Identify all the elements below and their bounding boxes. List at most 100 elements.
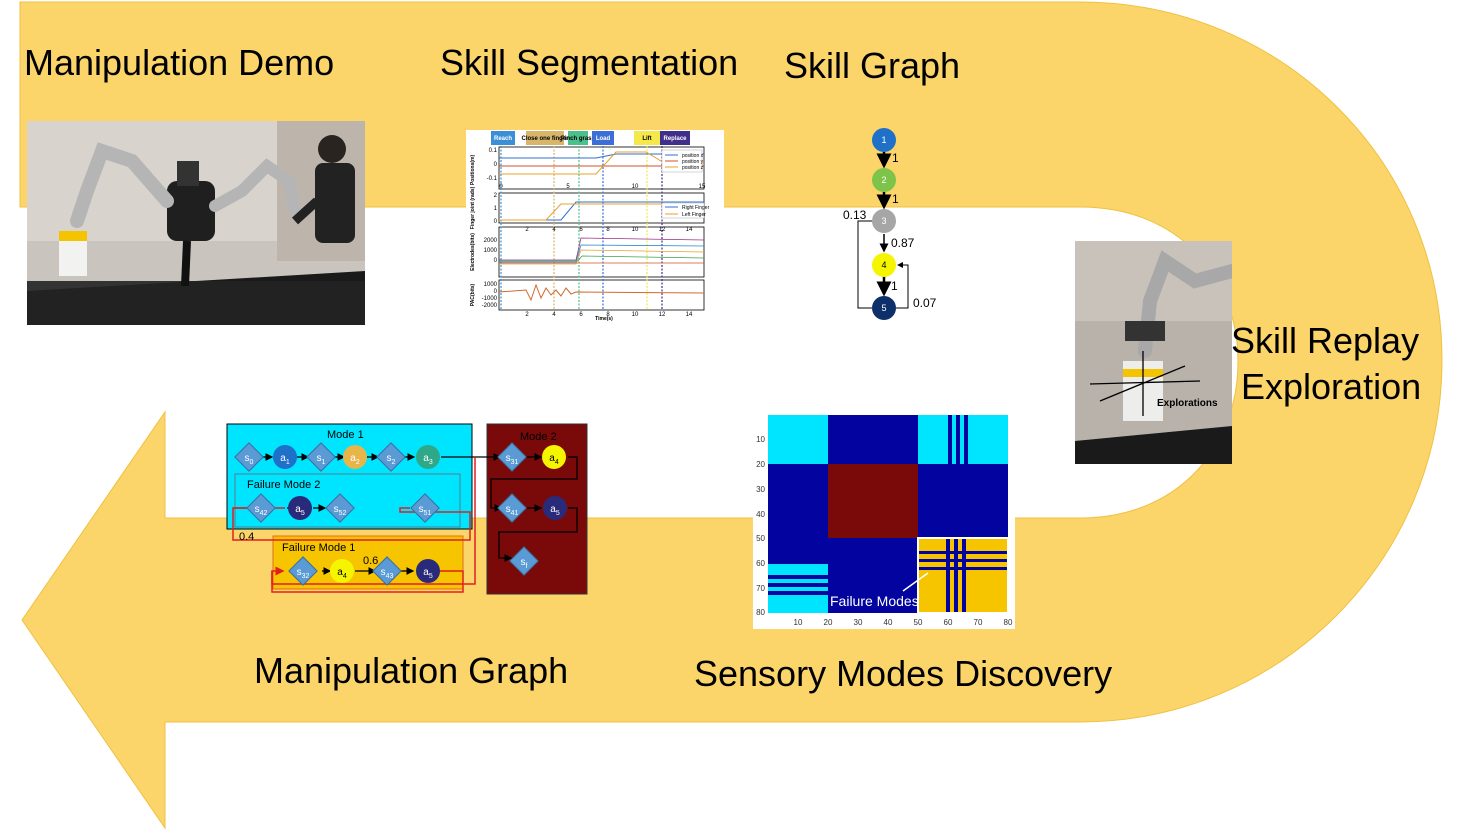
- mode2-label: Mode 2: [520, 431, 557, 443]
- fm1-node-a4: a4: [330, 559, 354, 583]
- replay-photo: Explorations: [1075, 241, 1232, 464]
- mode1-node-s2-label: s2: [387, 453, 396, 466]
- mode1-node-a3-label: a3: [423, 453, 433, 466]
- mode1-node-a3: a3: [416, 445, 440, 469]
- hm-ytick-60: 60: [756, 559, 765, 568]
- ylabel-positions: Positions(m): [470, 155, 476, 186]
- fm2-node-s51-shape: [410, 493, 440, 523]
- prob-0-6: 0.6: [363, 555, 378, 567]
- fm1-node-a5: a5: [416, 559, 440, 583]
- ylabel-finger: Finger joint (rads): [470, 186, 476, 229]
- ytick-elec-2: 0: [494, 258, 498, 264]
- skill-node-3: 3: [881, 216, 886, 226]
- mode2-node-sf: sf: [509, 546, 539, 576]
- ytick-mid-0: 2: [494, 193, 498, 199]
- legend-pos-x: position x: [682, 153, 704, 159]
- fm2-node-a5: a5: [288, 496, 312, 520]
- mode1-node-a1-shape: [273, 445, 297, 469]
- tick-top-0: 0: [499, 184, 503, 190]
- fm1-node-a4-label: a4: [337, 567, 347, 580]
- phase-lift: Lift: [642, 136, 651, 142]
- hm-ytick-70: 70: [756, 584, 765, 593]
- skill-node-5: 5: [881, 303, 886, 313]
- tick-b-4: 4: [552, 312, 556, 318]
- legend-pos-y: position y: [682, 159, 704, 165]
- fm1-node-a5-label: a5: [423, 567, 433, 580]
- mode2-node-s41-shape: [497, 493, 527, 523]
- mode2-node-a4-shape: [542, 445, 566, 469]
- mode1-node-s0: s0: [234, 442, 264, 472]
- fm2-node-s42-shape: [246, 493, 276, 523]
- tick-b-2: 2: [525, 312, 529, 318]
- tick-top-10: 10: [632, 184, 639, 190]
- fm1-node-a5-shape: [416, 559, 440, 583]
- legend-left-finger: Left Finger: [682, 212, 706, 218]
- fm2-node-a5-shape: [288, 496, 312, 520]
- ytick-top-0: 0.1: [489, 148, 498, 154]
- fm1-node-a4-shape: [330, 559, 354, 583]
- phase-replace: Replace: [663, 136, 687, 142]
- mode1-node-a2: a2: [343, 445, 367, 469]
- hm-xtick-50: 50: [914, 618, 923, 627]
- prob-0-4: 0.4: [239, 531, 254, 543]
- ytick-pac-3: -2000: [482, 303, 498, 309]
- mode2-node-a5-label: a5: [550, 504, 560, 517]
- xlabel-time: Time(s): [595, 316, 613, 322]
- edge-4-5: 1: [891, 279, 898, 293]
- hm-ytick-80: 80: [756, 608, 765, 617]
- hm-xtick-70: 70: [974, 618, 983, 627]
- mode1-node-a1: a1: [273, 445, 297, 469]
- skill-node-4: 4: [881, 260, 886, 270]
- phase-close-finger: Close one finger: [521, 136, 569, 142]
- phase-reach: Reach: [494, 136, 512, 142]
- mode1-node-a1-label: a1: [280, 453, 290, 466]
- tick-6: 6: [579, 227, 583, 233]
- title-skill-replay: Skill Replay: [1231, 320, 1420, 361]
- ytick-pac-0: 1000: [484, 282, 498, 288]
- edge-3-4: 0.87: [891, 236, 915, 250]
- mode2-node-s31-shape: [497, 442, 527, 472]
- tick-8: 8: [606, 227, 610, 233]
- hm-xtick-30: 30: [854, 618, 863, 627]
- tick-10: 10: [632, 227, 639, 233]
- mode2-node-sf-label: sf: [521, 557, 528, 570]
- mode1-node-s0-label: s0: [245, 453, 254, 466]
- mode1-node-s1-shape: [306, 442, 336, 472]
- failure-modes-annotation: Failure Modes: [830, 593, 919, 609]
- ytick-mid-1: 1: [494, 206, 498, 212]
- edge-3-5: 0.13: [843, 208, 867, 222]
- ylabel-electrodes: Electrodes(bits): [470, 233, 476, 271]
- loop-arrow-shape: [19, 1, 1443, 830]
- skill-node-1: 1: [881, 135, 886, 145]
- ytick-pac-1: 0: [494, 289, 498, 295]
- title-skill-segmentation: Skill Segmentation: [440, 42, 739, 83]
- fm2-node-s52: s52: [325, 493, 355, 523]
- phase-load: Load: [596, 136, 611, 142]
- hm-xtick-80: 80: [1004, 618, 1013, 627]
- mode2-node-a4-label: a4: [549, 453, 559, 466]
- tick-4: 4: [552, 227, 556, 233]
- tick-b-12: 12: [659, 312, 666, 318]
- segmentation-plot: Reach Close one finger Pinch grasp Load …: [466, 130, 724, 324]
- mode2-node-sf-shape: [509, 546, 539, 576]
- ytick-top-2: -0.1: [487, 176, 498, 182]
- tick-2: 2: [525, 227, 529, 233]
- mode2-node-a5-shape: [543, 496, 567, 520]
- hm-ytick-30: 30: [756, 485, 765, 494]
- mode1-label: Mode 1: [327, 429, 364, 441]
- hm-ytick-40: 40: [756, 510, 765, 519]
- title-manipulation-graph: Manipulation Graph: [254, 650, 569, 691]
- fm1-node-s43: s43: [372, 556, 402, 586]
- skill-graph: 1 2 3 4 5 1 1 0.13 0.87 1 0.07: [843, 128, 937, 320]
- fm1-node-s32: s32: [288, 556, 318, 586]
- tick-14: 14: [686, 227, 693, 233]
- mode1-node-s2-shape: [376, 442, 406, 472]
- tick-b-10: 10: [632, 312, 639, 318]
- ytick-elec-0: 2000: [484, 238, 498, 244]
- hm-xtick-60: 60: [944, 618, 953, 627]
- fm2-node-a5-label: a5: [295, 504, 305, 517]
- mode1-node-a2-shape: [343, 445, 367, 469]
- mode1-node-s2: s2: [376, 442, 406, 472]
- mode1-node-a2-label: a2: [350, 453, 360, 466]
